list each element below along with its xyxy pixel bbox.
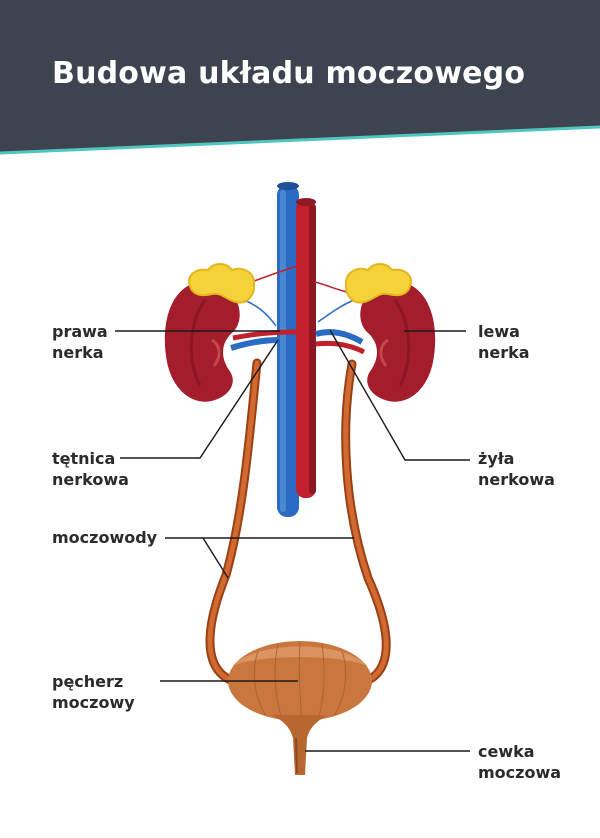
label-renal-artery-line1: tętnica	[52, 449, 116, 468]
label-bladder: pęcherz moczowy	[52, 671, 135, 713]
label-renal-artery-line2: nerkowa	[52, 470, 129, 489]
label-bladder-line2: moczowy	[52, 693, 135, 712]
bladder-highlight	[232, 646, 368, 666]
header-panel	[0, 0, 600, 152]
right-renal-vein	[230, 337, 280, 351]
aorta-top	[296, 198, 316, 206]
left-kidney-pelvis	[379, 338, 389, 367]
left-adrenal-gland	[344, 263, 412, 304]
left-ureter	[343, 361, 389, 687]
page-title: Budowa układu moczowego	[52, 56, 526, 91]
left-renal-vein	[315, 329, 364, 345]
label-urethra-line1: cewka	[478, 742, 535, 761]
left-renal-artery	[315, 340, 366, 355]
label-renal-vein: żyła nerkowa	[478, 448, 555, 490]
label-right-kidney-line1: prawa	[52, 322, 108, 341]
label-bladder-line1: pęcherz	[52, 672, 124, 691]
left-kidney-shading	[393, 299, 411, 386]
urethra	[272, 715, 328, 775]
label-right-kidney-line2: nerka	[52, 343, 104, 362]
label-left-kidney-line2: nerka	[478, 343, 530, 362]
label-right-kidney: prawa nerka	[52, 321, 108, 363]
label-urethra-line2: moczowa	[478, 763, 562, 782]
header-accent-line	[0, 125, 600, 155]
vena-cava-top	[277, 182, 299, 190]
right-kidney	[164, 281, 240, 402]
aorta-shadow	[309, 204, 316, 494]
label-left-kidney: lewa nerka	[478, 321, 530, 363]
right-kidney-shading	[189, 299, 207, 386]
leader-ureter-right	[165, 537, 229, 579]
label-renal-artery: tętnica nerkowa	[52, 448, 129, 490]
right-adrenal-gland	[188, 263, 256, 304]
left-adrenal-vein	[317, 299, 355, 323]
header-background	[0, 0, 600, 155]
label-left-kidney-line1: lewa	[478, 322, 520, 341]
label-renal-vein-line1: żyła	[478, 449, 515, 468]
leader-renal-artery	[120, 339, 279, 459]
leader-renal-vein	[329, 329, 470, 461]
right-kidney-pelvis	[211, 338, 221, 367]
bladder	[228, 641, 372, 721]
label-renal-vein-line2: nerkowa	[478, 470, 555, 489]
vena-cava-highlight	[280, 190, 286, 512]
right-adrenal-vein	[243, 299, 277, 327]
label-ureters-line1: moczowody	[52, 528, 158, 547]
right-renal-artery	[232, 329, 297, 341]
bladder-muscle-lines	[253, 641, 347, 722]
label-ureters: moczowody	[52, 527, 157, 548]
label-urethra: cewka moczowa	[478, 741, 561, 783]
header-banner: Budowa układu moczowego	[0, 0, 600, 160]
urethra-shading	[295, 737, 298, 774]
left-kidney	[360, 281, 436, 402]
